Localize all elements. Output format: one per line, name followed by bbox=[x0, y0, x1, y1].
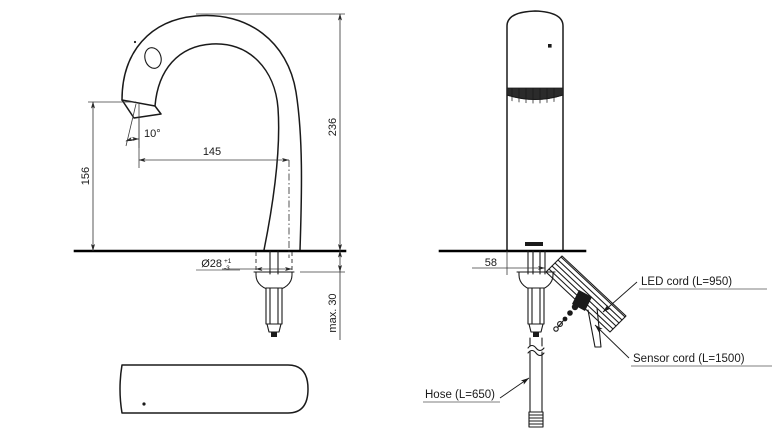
connector-bead-1 bbox=[571, 303, 579, 311]
brand-plate bbox=[525, 242, 543, 246]
dim-label-dia28: Ø28 bbox=[201, 258, 222, 270]
callout-led-cord-label: LED cord (L=950) bbox=[641, 276, 732, 288]
plan-body-outline bbox=[119, 364, 309, 414]
grill-lower-edge bbox=[506, 94, 564, 101]
led-indicator-dot-side bbox=[133, 40, 137, 44]
cord-bundle-line-5 bbox=[560, 256, 626, 318]
dim-tolerance-upper: +1 bbox=[224, 258, 232, 265]
shank-end-tip bbox=[271, 332, 277, 337]
front-view-group: 58 bbox=[423, 10, 772, 428]
dim-tolerance-lower: -3 bbox=[224, 265, 230, 272]
cord-bundle-line-3 bbox=[554, 262, 620, 324]
dim-label-58: 58 bbox=[485, 257, 497, 269]
front-shank-nut bbox=[528, 323, 544, 333]
hose-group bbox=[527, 337, 545, 428]
dim-label-max30: max. 30 bbox=[327, 293, 339, 332]
leader-hose bbox=[499, 377, 530, 399]
hose-break-symbol-lower bbox=[527, 349, 545, 357]
sensor-window-icon bbox=[548, 44, 552, 48]
dim-label-10deg: 10° bbox=[144, 128, 161, 140]
cord-bundle-line-4 bbox=[557, 259, 623, 321]
sensor-eye-icon bbox=[144, 47, 162, 69]
column-body-contour bbox=[506, 10, 564, 252]
plan-view-group bbox=[119, 364, 309, 414]
dim-label-236: 236 bbox=[327, 118, 339, 136]
escutcheon-washer bbox=[255, 271, 293, 291]
spout-outlet-face bbox=[121, 99, 162, 119]
connector-ring-1 bbox=[557, 321, 563, 327]
connector-bead-3 bbox=[562, 316, 568, 322]
shank-nut bbox=[266, 323, 282, 333]
front-shank-tip bbox=[533, 332, 539, 337]
mounting-shank bbox=[265, 287, 283, 325]
hose-break-symbol-upper bbox=[527, 344, 545, 352]
callout-sensor-cord-label: Sensor cord (L=1500) bbox=[633, 353, 745, 365]
leader-led-cord bbox=[602, 281, 638, 313]
plan-sensor-dot bbox=[142, 402, 146, 406]
front-mounting-shank bbox=[527, 287, 545, 325]
connector-bead-2 bbox=[567, 310, 573, 316]
side-view-group: 156 236 145 10° Ø28 +1 -3 m bbox=[73, 13, 347, 340]
connector-link bbox=[557, 320, 564, 328]
leader-sensor-cord bbox=[594, 324, 630, 359]
callout-hose-label: Hose (L=650) bbox=[425, 389, 495, 401]
front-escutcheon bbox=[518, 271, 554, 291]
cord-bundle-group bbox=[545, 255, 627, 348]
dim-label-145: 145 bbox=[203, 146, 221, 158]
spout-inner-contour bbox=[154, 43, 280, 251]
dim-label-156: 156 bbox=[80, 167, 92, 185]
angle-arc-10deg bbox=[125, 136, 140, 142]
hose-threaded-end bbox=[528, 411, 544, 428]
connector-ring-2 bbox=[553, 326, 559, 332]
spout-outer-contour bbox=[121, 14, 303, 251]
grill-hatch bbox=[511, 88, 555, 104]
